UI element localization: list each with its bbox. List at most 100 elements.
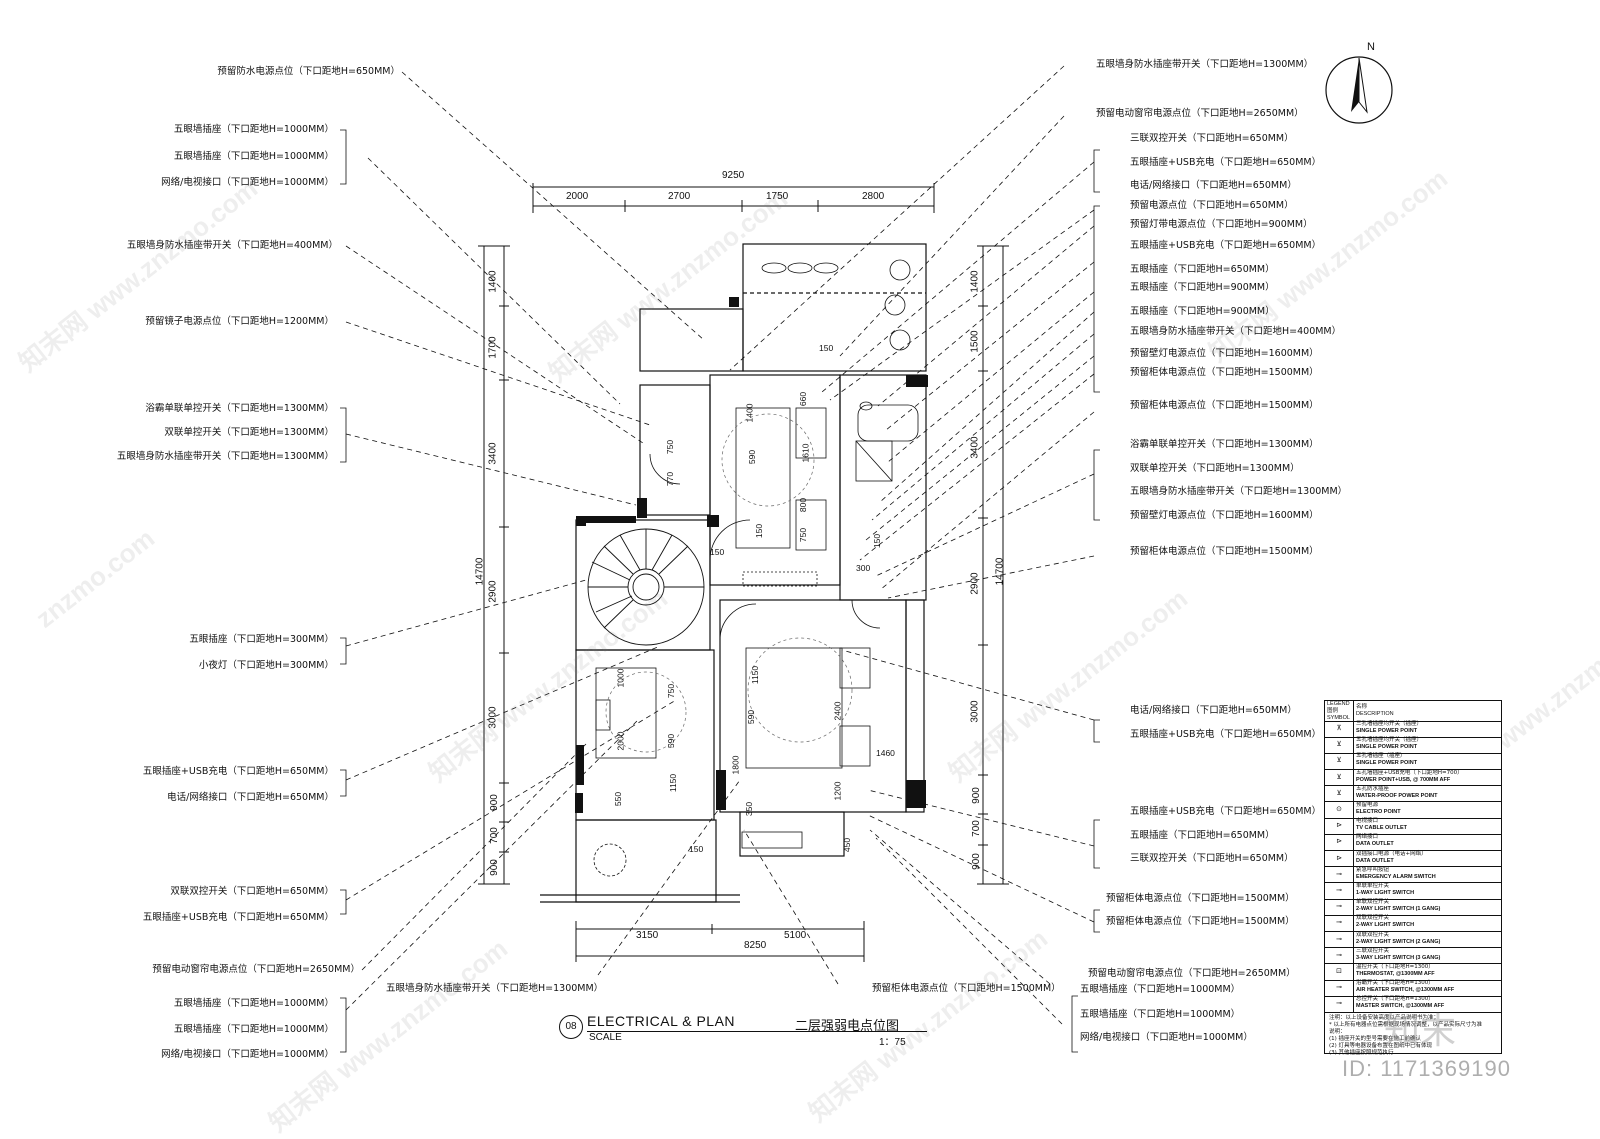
legend-item-chinese: 五孔墙插座（插座）	[1356, 753, 1406, 760]
drawing-title-block: 08 ELECTRICAL & PLAN SCALE 二层强弱电点位图 1：75	[559, 1013, 939, 1063]
dimension-left-segment: 900	[488, 794, 500, 811]
callout-note: 五眼墙插座（下口距地H=1000MM）	[173, 124, 334, 135]
legend-item-english: 2-WAY LIGHT SWITCH (1 GANG)	[1356, 906, 1441, 913]
plan-dimension-label: 1150	[668, 773, 679, 793]
legend-item-english: POWER POINT+USB, @ 700MM AFF	[1356, 776, 1451, 783]
legend-symbol-icon: ⊼	[1325, 721, 1354, 737]
legend-item-english: DATA OUTLET	[1356, 857, 1394, 864]
legend-note-line: * 以上所有电器点位需根据现场情况调整，以产品实际尺寸为准	[1329, 1022, 1483, 1028]
legend-row: ⊸浴霸开关（下口距地H=1300）AIR HEATER SWITCH, @130…	[1325, 980, 1501, 997]
legend-item-chinese: 五孔墙插座均开关（插座）	[1356, 737, 1423, 744]
plan-dimension-label: 150	[710, 547, 725, 557]
callout-note: 双联单控开关（下口距地H=1300MM）	[164, 427, 334, 438]
plan-dimension-label: 550	[613, 791, 624, 807]
callout-note: 预留柜体电源点位（下口距地H=1500MM）	[1130, 400, 1319, 411]
callout-note: 小夜灯（下口距地H=300MM）	[198, 660, 334, 671]
legend-symbol-icon: ⊻	[1325, 737, 1354, 753]
legend-row: ⊸总控开关（下口距地H=1300）MASTER SWITCH, @1300MM …	[1325, 996, 1501, 1013]
drawing-number: 08	[559, 1015, 583, 1039]
callout-note: 预留壁灯电源点位（下口距地H=1600MM）	[1130, 510, 1319, 521]
legend-symbol-icon: ⊸	[1325, 899, 1354, 915]
legend-symbol-icon: ⊸	[1325, 931, 1354, 948]
dimension-bottom-segment: 5100	[784, 930, 807, 941]
callout-note: 五眼插座+USB充电（下口距地H=650MM）	[142, 766, 334, 777]
callout-note: 预留电动窗帘电源点位（下口距地H=2650MM）	[152, 964, 360, 975]
legend-item-chinese: 三孔墙插座均开关（插座）	[1356, 721, 1423, 727]
legend-row: ⊡温控开关（下口距地H=1300）THERMOSTAT, @1300MM AFF	[1325, 964, 1501, 981]
dimension-top-segment: 1750	[766, 191, 789, 202]
legend-item-english: WATER-PROOF POWER POINT	[1356, 792, 1438, 799]
callout-note: 网络/电视接口（下口距地H=1000MM）	[161, 1049, 334, 1060]
legend-symbol-icon: ⊸	[1325, 947, 1354, 964]
legend-row: ⊳双插接口电源（电话+网络）DATA OUTLET	[1325, 850, 1501, 868]
callout-note: 五眼插座（下口距地H=300MM）	[189, 634, 334, 645]
plan-dimension-label: 750	[798, 527, 809, 543]
scale-label: SCALE	[589, 1032, 622, 1043]
dimension-left-segment: 1400	[487, 270, 499, 293]
callout-note: 预留灯带电源点位（下口距地H=900MM）	[1130, 219, 1313, 230]
legend-item-english: 2-WAY LIGHT SWITCH	[1356, 922, 1415, 929]
legend-item-english: EMERGENCY ALARM SWITCH	[1356, 873, 1436, 880]
plan-dimension-label: 2000	[615, 731, 626, 751]
legend-symbol-icon: ⊸	[1325, 996, 1354, 1012]
dimension-right-segment: 700	[970, 820, 982, 837]
callout-note: 预留防水电源点位（下口距地H=650MM）	[217, 66, 400, 77]
callout-note: 预留镜子电源点位（下口距地H=1200MM）	[145, 316, 334, 327]
dimension-right-segment: 900	[970, 853, 982, 870]
dimension-right-segment: 3000	[969, 700, 981, 723]
callout-note: 五眼墙插座（下口距地H=1000MM）	[1080, 1009, 1241, 1020]
legend-item-english: TV CABLE OUTLET	[1356, 825, 1408, 832]
callout-note: 五眼插座+USB充电（下口距地H=650MM）	[1130, 806, 1322, 817]
legend-note-line: (2) 灯具等电器设备布置在图纸中已有体现	[1329, 1043, 1433, 1049]
legend-item-english: MASTER SWITCH, @1300MM AFF	[1356, 1003, 1445, 1010]
plan-dimension-label: 590	[746, 709, 757, 725]
callout-note: 五眼墙身防水插座带开关（下口距地H=400MM）	[1130, 326, 1342, 337]
legend-symbol-icon: ⊳	[1325, 850, 1354, 867]
legend-symbol-icon: ⊳	[1325, 818, 1354, 834]
dimension-left-segment: 2900	[487, 580, 499, 603]
legend-note-line: (3) 其他插座按照规范执行	[1329, 1050, 1394, 1056]
plan-dimension-label: 350	[744, 801, 755, 817]
drawing-title-chinese: 二层强弱电点位图	[795, 1019, 900, 1034]
plan-dimension-label: 750	[665, 439, 676, 455]
callout-note: 电话/网络接口（下口距地H=650MM）	[1130, 705, 1297, 716]
legend-row: ⊻五孔墙插座+USB充电（下口距地H=700）POWER POINT+USB, …	[1325, 769, 1501, 787]
dimension-top-total: 9250	[722, 170, 745, 181]
plan-dimension-label: 2400	[832, 701, 843, 721]
callout-note: 五眼插座（下口距地H=900MM）	[1130, 306, 1275, 317]
legend-item-chinese: 网络接口	[1356, 834, 1379, 841]
legend-symbol-icon: ⊻	[1325, 769, 1354, 786]
legend-symbol-icon: ⊙	[1325, 802, 1354, 818]
dimension-left-segment: 3400	[487, 442, 499, 465]
legend-item-english: 1-WAY LIGHT SWITCH	[1356, 890, 1415, 896]
plan-dimension-label: 150	[872, 533, 883, 549]
callout-note: 浴霸单联单控开关（下口距地H=1300MM）	[145, 403, 334, 414]
legend-item-chinese: 单联双控开关	[1356, 899, 1390, 906]
legend-item-chinese: 五孔墙插座+USB充电（下口距地H=700）	[1356, 769, 1463, 776]
plan-dimension-label: 1150	[750, 665, 761, 685]
callout-note: 三联双控开关（下口距地H=650MM）	[1130, 853, 1294, 864]
callout-note: 五眼墙插座（下口距地H=1000MM）	[173, 1024, 334, 1035]
plan-dimension-label: 1200	[832, 781, 843, 801]
legend-symbol-icon: ⊡	[1325, 964, 1354, 980]
dimension-left-segment: 1700	[487, 336, 499, 359]
dimension-left-total: 14700	[474, 557, 486, 586]
dimension-top-segment: 2700	[668, 191, 691, 202]
legend-item-english: SINGLE POWER POINT	[1356, 760, 1418, 767]
plan-dimension-label: 150	[689, 844, 704, 854]
callout-note: 五眼墙身防水插座带开关（下口距地H=1300MM）	[1096, 59, 1314, 70]
north-arrow-icon	[1325, 56, 1393, 124]
legend-item-english: ELECTRO POINT	[1356, 809, 1401, 815]
dimension-right-segment: 1500	[969, 330, 981, 353]
legend-item-chinese: 双联双控开关	[1356, 931, 1390, 938]
legend-header-symbol: LEGEND 图例 SYMBOL	[1327, 701, 1350, 721]
legend-symbol-icon: ⊻	[1325, 785, 1354, 802]
plan-dimension-label: 590	[747, 449, 758, 465]
callout-note: 浴霸单联单控开关（下口距地H=1300MM）	[1130, 439, 1319, 450]
dimension-right-segment: 3400	[969, 436, 981, 459]
dimension-right-segment: 900	[970, 787, 982, 804]
